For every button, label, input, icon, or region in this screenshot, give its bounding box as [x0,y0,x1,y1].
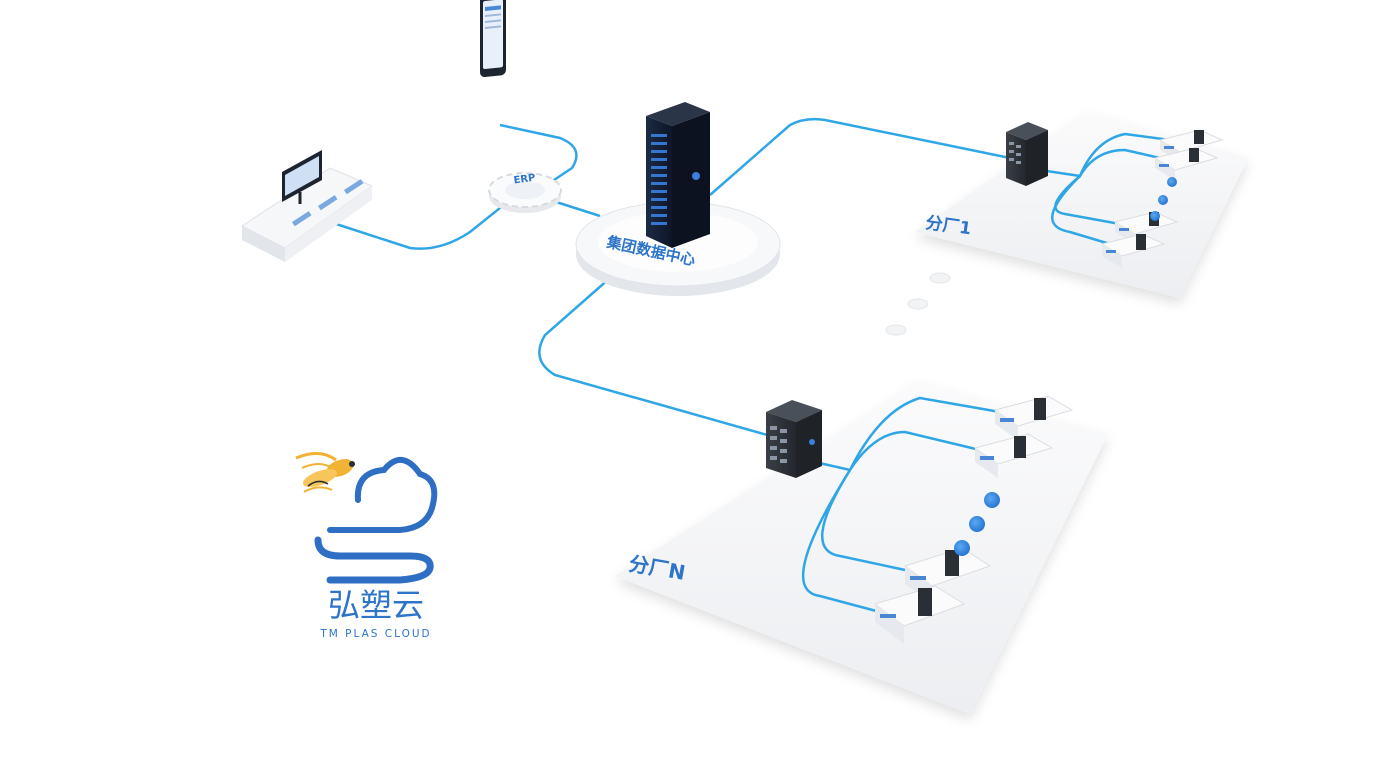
line-branch1-b [1078,148,1161,177]
line-server-branch1 [709,117,1011,196]
machine-icon [1100,233,1166,268]
machine-icon [1153,147,1219,180]
line-branch1-d [1051,175,1111,246]
branch-ellipsis [885,272,951,336]
line-branchN-b [848,430,981,471]
erp-label: ERP [513,173,536,187]
ellipsis-dot [969,516,985,532]
cloud-icon [327,457,438,533]
workstation [241,150,374,262]
branchN-platform [615,382,1108,714]
connection-lines [329,117,1171,614]
line-erp-server [549,198,601,218]
ellipsis-dot [984,492,1000,508]
ellipsis-dot [1158,195,1168,205]
line-server-branchN [538,277,786,442]
bee-icon [295,452,355,493]
line-desk-erp [329,195,516,250]
machine-icon [973,433,1054,478]
logo-name-en: TM PLAS CLOUD [319,628,431,640]
erp-gear-icon: ERP [488,172,562,213]
branchN-machines [873,395,1074,644]
machine-icon [873,585,966,644]
phone-icon [480,0,506,78]
line-branchN-d [801,469,881,614]
ellipsis-dot [954,540,970,556]
branch1-cabinet-icon [1006,122,1048,186]
branch1-machines [1100,129,1224,268]
ellipsis-dot [1167,177,1177,187]
line-phone-erp [499,123,578,188]
logo: 弘塑云 TM PLAS CLOUD [295,452,438,640]
machine-icon [993,395,1074,440]
data-center: 集团数据中心 [575,102,781,296]
branchN-cabinet-icon [766,400,822,478]
server-rack-icon [646,102,710,248]
ellipsis-dot [1150,211,1160,221]
logo-name-cn: 弘塑云 [328,586,424,624]
swoosh-icon [314,536,434,584]
